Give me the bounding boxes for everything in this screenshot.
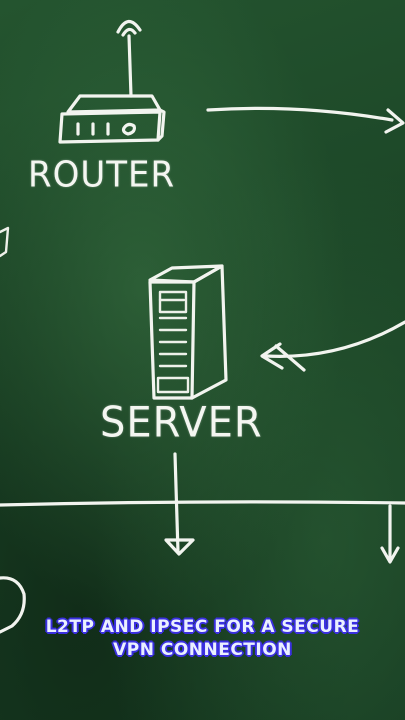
server-down-arrow [164, 452, 195, 556]
right-to-server-arrow [260, 320, 405, 372]
server-icon [148, 264, 228, 400]
router-icon [58, 19, 166, 144]
partial-bottom-left-shape [0, 576, 26, 634]
router-label: ROUTER [28, 154, 176, 196]
server-label: SERVER [100, 398, 263, 448]
caption-line-2: VPN CONNECTION [113, 640, 292, 660]
router-to-right-arrow [206, 106, 405, 134]
video-caption: L2TP AND IPSEC FOR A SECURE VPN CONNECTI… [0, 616, 405, 662]
right-down-arrow [380, 504, 400, 564]
network-bus-line [0, 500, 405, 507]
partial-left-icon [0, 226, 10, 258]
caption-line-1: L2TP AND IPSEC FOR A SECURE [45, 617, 360, 637]
